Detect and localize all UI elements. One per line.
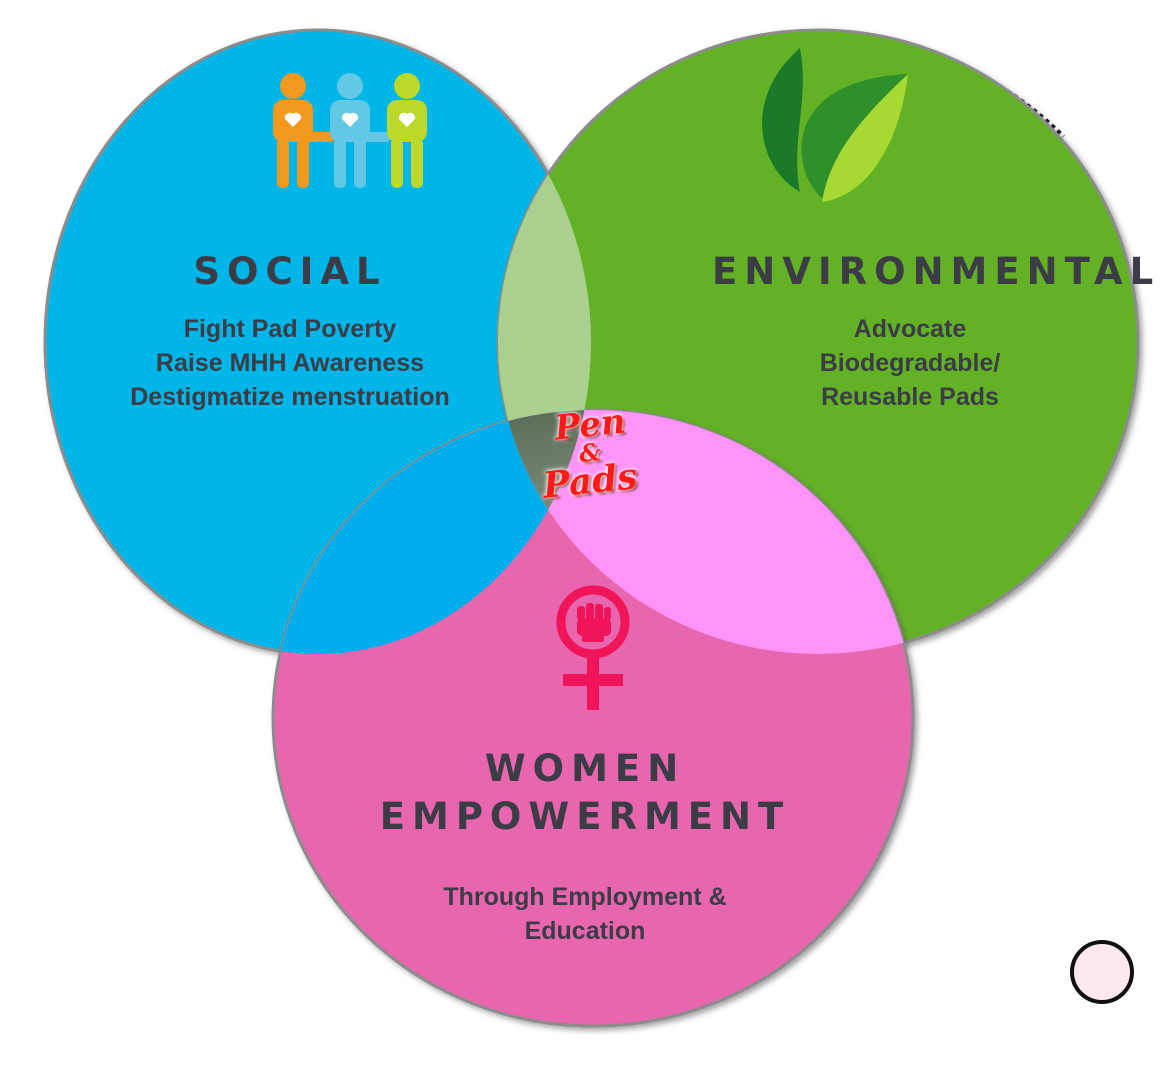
environmental-title: ENVIRONMENTAL [712, 250, 1161, 293]
social-title: SOCIAL [193, 250, 387, 293]
people-hearts-icon [273, 73, 427, 188]
women-title: WOMEN EMPOWERMENT [370, 745, 800, 841]
environmental-point: Reusable Pads [821, 383, 999, 411]
environmental-point: Advocate [853, 315, 967, 343]
women-title-line: EMPOWERMENT [379, 795, 791, 838]
social-women-overlap [273, 410, 591, 654]
social-point: Destigmatize menstruation [130, 383, 450, 411]
venus-fist-icon [556, 585, 630, 710]
leaf-icon [762, 48, 908, 202]
social-point: Raise MHH Awareness [155, 349, 425, 377]
environmental-point: Biodegradable/ [819, 349, 1001, 377]
corner-circle-button[interactable] [1070, 940, 1134, 1004]
women-point: Education [524, 917, 646, 945]
environmental-points: Advocate Biodegradable/ Reusable Pads [740, 312, 1080, 414]
env-women-overlap [498, 410, 913, 654]
social-points: Fight Pad Poverty Raise MHH Awareness De… [70, 312, 510, 414]
brand-logo-text: Pen & Pads [510, 401, 670, 506]
women-point: Through Employment & [443, 883, 727, 911]
social-point: Fight Pad Poverty [183, 315, 397, 343]
women-points: Through Employment & Education [400, 880, 770, 948]
women-title-line: WOMEN [484, 747, 686, 790]
